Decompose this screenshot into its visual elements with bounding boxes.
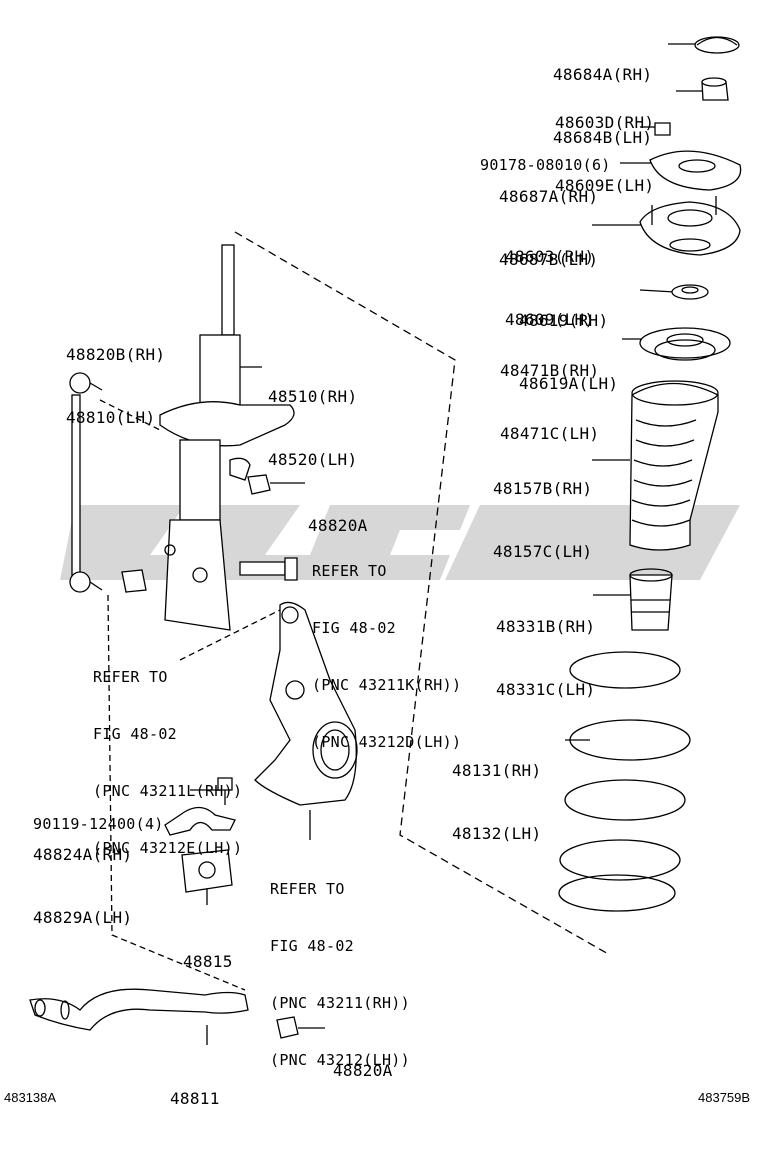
stabilizer-link-graphic: [69, 372, 103, 593]
part-number-lh: 48520(LH): [268, 450, 358, 469]
part-number: 48820A: [308, 516, 368, 535]
part-number-rh: 48331B(RH): [496, 617, 596, 636]
label-48157: 48157B(RH) 48157C(LH): [493, 436, 592, 604]
label-48811: 48811: [170, 1046, 220, 1151]
ref-line: (PNC 43211(RH)): [270, 994, 410, 1012]
part-number: 90119-12400(4): [33, 815, 164, 833]
part-number-rh: 48603(RH): [505, 247, 595, 266]
label-48820a-top: 48820A: [308, 473, 368, 578]
ref-line: REFER TO: [270, 880, 345, 898]
part-number-lh: 48609E(LH): [555, 176, 655, 195]
steering-knuckle-graphic: [254, 601, 358, 806]
part-number-lh: 48609(LH): [505, 310, 595, 329]
part-number-rh: 48824A(RH): [33, 845, 133, 864]
part-number: 48815: [183, 952, 233, 971]
label-48684: 48684A(RH) 48684B(LH): [553, 22, 652, 190]
ref-line: REFER TO: [93, 668, 168, 686]
part-number: 48820A: [333, 1061, 393, 1080]
guide-line-left: [107, 594, 246, 991]
part-number: 48811: [170, 1089, 220, 1108]
label-90178: 90178-08010(6): [480, 118, 611, 213]
ref-line: FIG 48-02: [270, 937, 354, 955]
part-number-lh: 48684B(LH): [553, 128, 653, 147]
label-48131: 48131(RH) 48132(LH): [452, 718, 541, 886]
part-number-lh: 48157C(LH): [493, 542, 593, 561]
label-48815: 48815: [183, 909, 233, 1014]
part-number-rh: 48820B(RH): [66, 345, 166, 364]
part-number-lh: 48687B(LH): [499, 250, 599, 269]
part-number-rh: 48619(RH): [519, 311, 609, 330]
part-number-lh: 48810(LH): [66, 408, 156, 427]
ref-line: (PNC 43212D(LH)): [312, 733, 462, 751]
label-48510: 48510(RH) 48520(LH): [268, 344, 357, 512]
label-48820b: 48820B(RH) 48810(LH): [66, 302, 165, 470]
label-48687: 48687A(RH) 48687B(LH): [499, 144, 598, 312]
label-48824: 48824A(RH) 48829A(LH): [33, 802, 132, 970]
ref-line: (PNC 43212E(LH)): [93, 839, 243, 857]
part-number-rh: 48603D(RH): [555, 113, 655, 132]
label-90119: 90119-12400(4): [33, 777, 164, 872]
label-48603d: 48603D(RH) 48609E(LH): [555, 70, 654, 238]
ref-line: FIG 48-02: [312, 619, 396, 637]
ref-line: REFER TO: [312, 562, 387, 580]
parts-diagram: 48684A(RH) 48684B(LH) 48603D(RH) 48609E(…: [4, 22, 751, 1108]
part-number-rh: 48131(RH): [452, 761, 542, 780]
ref-left-note: REFER TO FIG 48-02 (PNC 43211L(RH)) (PNC…: [93, 630, 242, 896]
coil-spring-graphic: [558, 651, 691, 912]
part-number-lh: 48471C(LH): [500, 424, 600, 443]
guide-line-link: [99, 399, 161, 431]
part-number-lh: 48132(LH): [452, 824, 542, 843]
exploded-view-drawing: [29, 36, 742, 1045]
label-48471: 48471B(RH) 48471C(LH): [500, 318, 599, 486]
part-number-rh: 48471B(RH): [500, 361, 600, 380]
part-number-rh: 48684A(RH): [553, 65, 653, 84]
ref-line: (PNC 43211K(RH)): [312, 676, 462, 694]
ref-bolt-note: REFER TO FIG 48-02 (PNC 43211K(RH)) (PNC…: [312, 524, 461, 790]
label-48820a-bottom: 48820A: [333, 1018, 393, 1123]
label-48603: 48603(RH) 48609(LH): [505, 204, 594, 372]
ref-line: FIG 48-02: [93, 725, 177, 743]
part-number-rh: 48157B(RH): [493, 479, 593, 498]
part-number-rh: 48687A(RH): [499, 187, 599, 206]
footer-code-left: 483138A: [4, 1090, 57, 1105]
label-48331: 48331B(RH) 48331C(LH): [496, 574, 595, 742]
stabilizer-bar-graphic: [29, 988, 249, 1031]
part-number-lh: 48829A(LH): [33, 908, 133, 927]
footer-code-right: 483759B: [698, 1090, 751, 1105]
ref-line: (PNC 43211L(RH)): [93, 782, 243, 800]
part-number-lh: 48619A(LH): [519, 374, 619, 393]
part-number: 90178-08010(6): [480, 156, 611, 174]
ref-knuckle-note: REFER TO FIG 48-02 (PNC 43211(RH)) (PNC …: [270, 842, 410, 1108]
part-number-rh: 48510(RH): [268, 387, 358, 406]
ref-line: (PNC 43212(LH)): [270, 1051, 410, 1069]
part-number-lh: 48331C(LH): [496, 680, 596, 699]
strut-graphic: [159, 244, 295, 631]
label-48619: 48619(RH) 48619A(LH): [519, 268, 618, 436]
guide-line-bolt: [179, 609, 281, 661]
